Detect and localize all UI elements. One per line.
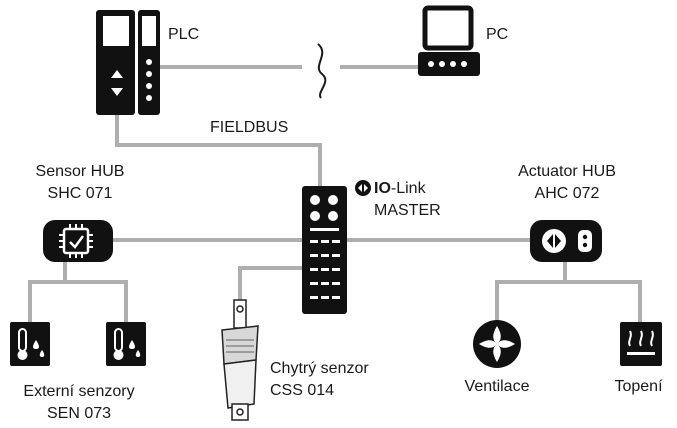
actuator-hub-name: Actuator HUB [518,163,616,180]
fieldbus-label: FIELDBUS [210,119,289,136]
smart-sensor-branch [238,266,305,310]
smart-sensor-name: Chytrý senzor [270,360,369,377]
iolink-logo-icon [355,180,371,196]
heater-icon [620,322,662,366]
computer-icon [418,5,480,76]
external-sensors-name: Externí senzory [23,383,135,400]
ventilation-label: Ventilace [464,378,530,395]
plc-icon [96,10,160,115]
sensor-branch [28,262,128,322]
link-break-icon [317,43,327,99]
fieldbus-line [115,114,322,190]
thermometer-icon [106,322,146,366]
sensor-hub-name: Sensor HUB [35,163,125,180]
actuator-hub-icon [530,220,602,262]
sensor-hub-label: Sensor HUB SHC 071 [0,163,160,203]
actuator-branch [495,262,642,322]
fan-icon [473,320,521,368]
smart-sensor-icon [221,299,259,421]
plc-label: PLC [168,26,200,43]
external-sensors-label: Externí senzory SEN 073 [0,383,158,423]
iolink-master-icon [302,186,347,314]
iolink-brand-link: -Link [390,180,426,197]
smart-sensor-label: Chytrý senzor CSS 014 [270,360,369,400]
actuator-hub-model: AHC 072 [534,185,600,202]
actuator-hub-label: Actuator HUB AHC 072 [482,163,652,203]
iolink-master-text: MASTER [374,202,441,219]
iolink-master-label: IO-Link MASTER [374,180,441,220]
iolink-brand-io: IO [374,180,391,197]
sensor-hub-icon [43,220,113,262]
external-sensors-model: SEN 073 [46,405,112,422]
pc-label: PC [486,26,509,43]
thermometer-icon [10,322,50,366]
heating-label: Topení [614,378,663,395]
sensor-hub-model: SHC 071 [47,185,113,202]
smart-sensor-model: CSS 014 [270,382,335,399]
